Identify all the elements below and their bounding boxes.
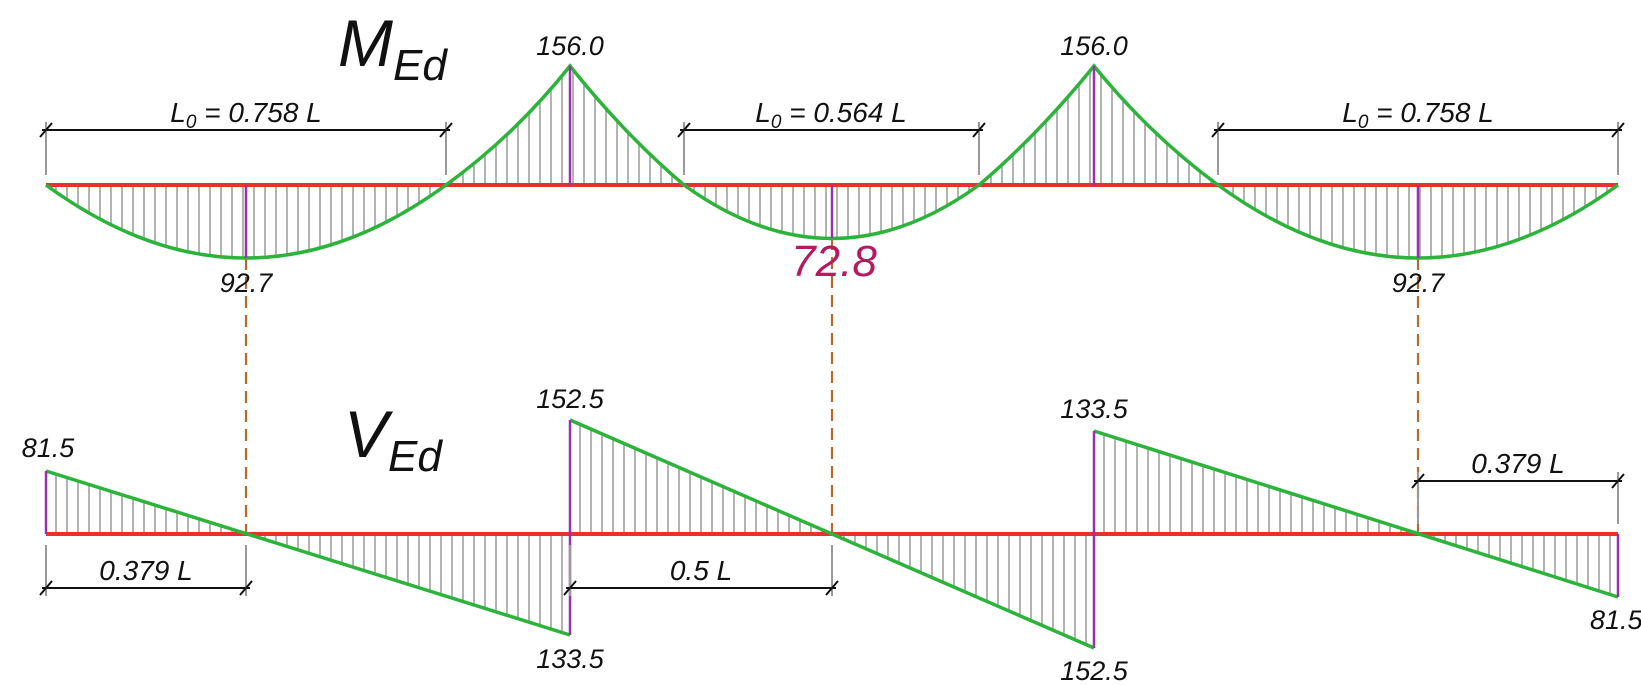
moment-span-label-2: 92.7 <box>1392 268 1446 298</box>
moment-dimension-label-2: L0 = 0.564 L <box>755 97 907 133</box>
shear-dimension-label-2: 0.5 L <box>670 555 732 586</box>
ordinates <box>44 66 1620 648</box>
shear-value-label-2: 152.5 <box>536 384 605 414</box>
dimension-m-2 <box>677 122 986 175</box>
shear-dimension-label-3: 0.379 L <box>1471 448 1564 479</box>
moment-highlight-label: 72.8 <box>791 237 877 286</box>
shear-value-label-3: 133.5 <box>536 644 605 674</box>
moment-peak-label-1: 156.0 <box>536 31 604 61</box>
shear-value-label-4: 133.5 <box>1060 394 1129 424</box>
shear-value-label-1: 81.5 <box>22 433 76 463</box>
moment-peak-label-2: 156.0 <box>1060 31 1128 61</box>
shear-title: VEd <box>344 397 443 481</box>
dimension-v-3 <box>1411 472 1625 524</box>
shear-line-2 <box>569 418 1095 650</box>
moment-title: MEd <box>338 6 448 90</box>
moment-hatching <box>55 69 1608 258</box>
shear-lines <box>45 418 1619 650</box>
moment-dimension-label-1: L0 = 0.758 L <box>170 97 322 133</box>
shear-line-1 <box>45 469 571 637</box>
dimension-m-3 <box>1211 122 1625 175</box>
shear-line-3 <box>1093 429 1619 599</box>
dimension-lines <box>39 122 1625 596</box>
dimension-m-1 <box>39 122 453 175</box>
dimension-v-2 <box>563 545 839 596</box>
shear-value-label-5: 152.5 <box>1060 656 1129 685</box>
shear-value-label-6: 81.5 <box>1590 605 1641 635</box>
shear-dimension-label-1: 0.379 L <box>99 555 192 586</box>
dimension-v-1 <box>39 545 253 596</box>
moment-curve <box>44 63 1620 260</box>
moment-dimension-label-3: L0 = 0.758 L <box>1342 97 1494 133</box>
shear-hatching <box>55 424 1611 645</box>
moment-span-label-1: 92.7 <box>220 268 274 298</box>
